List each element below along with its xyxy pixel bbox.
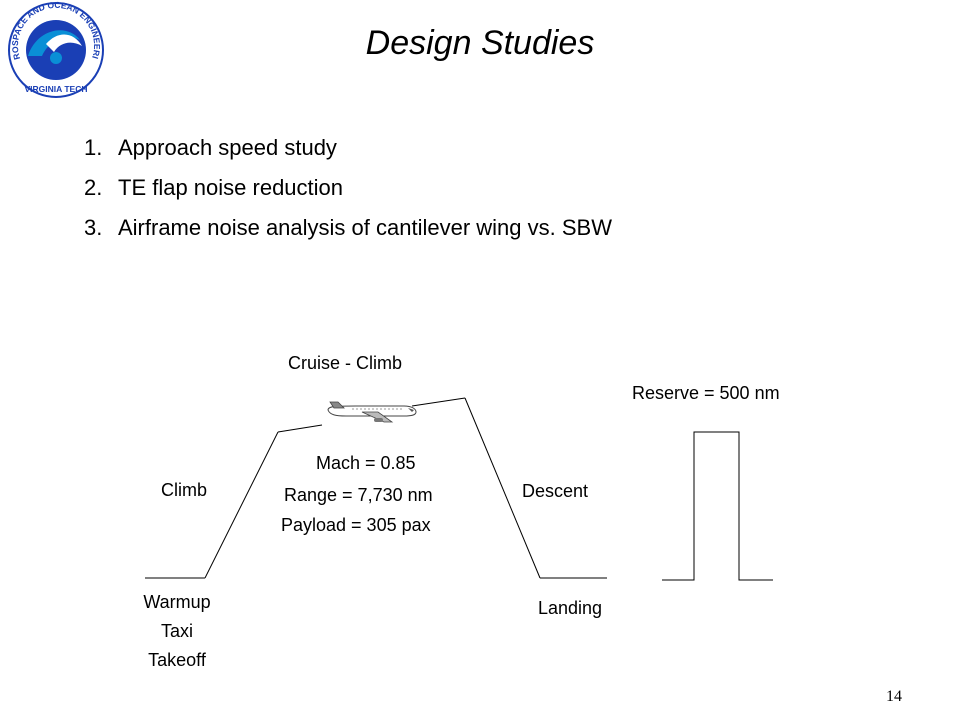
logo-sub-text: VIRGINIA TECH xyxy=(25,84,88,94)
takeoff-label: Takeoff xyxy=(148,650,206,670)
warmup-label: Warmup xyxy=(143,592,211,612)
climb-line xyxy=(204,431,279,579)
list-item-number: 3. xyxy=(84,215,103,240)
study-list: 1. Approach speed study 2. TE flap noise r… xyxy=(84,130,612,250)
reserve-profile-line xyxy=(662,431,773,581)
list-item: 3. Airframe noise analysis of cantilever … xyxy=(84,210,612,250)
landing-label: Landing xyxy=(538,598,603,618)
aoe-logo: AEROSPACE AND OCEAN ENGINEERING VIRGINIA… xyxy=(3,0,106,100)
list-item: 1. Approach speed study xyxy=(84,130,612,170)
airplane-icon xyxy=(327,401,417,423)
list-item-text: TE flap noise reduction xyxy=(118,175,344,200)
mach-label: Mach = 0.85 xyxy=(316,453,416,473)
cruise-climb-line-right xyxy=(411,397,466,407)
list-item-text: Airframe noise analysis of cantilever wi… xyxy=(118,215,612,240)
list-item-number: 2. xyxy=(84,175,103,200)
reserve-label: Reserve = 500 nm xyxy=(632,383,780,403)
page-number: 14 xyxy=(886,688,902,705)
taxi-label: Taxi xyxy=(160,621,193,641)
range-label: Range = 7,730 nm xyxy=(284,485,433,505)
cruise-climb-line-left xyxy=(277,424,323,433)
list-item: 2. TE flap noise reduction xyxy=(84,170,612,210)
cruise-climb-label: Cruise - Climb xyxy=(288,353,403,373)
descent-label: Descent xyxy=(522,481,589,501)
page-title: Design Studies xyxy=(365,24,595,62)
list-item-text: Approach speed study xyxy=(118,135,337,160)
list-item-number: 1. xyxy=(84,135,103,160)
aoe-logo-graphic: AEROSPACE AND OCEAN ENGINEERING VIRGINIA… xyxy=(3,0,104,98)
climb-label: Climb xyxy=(161,480,208,500)
descent-line xyxy=(464,397,541,579)
payload-label: Payload = 305 pax xyxy=(281,515,431,535)
